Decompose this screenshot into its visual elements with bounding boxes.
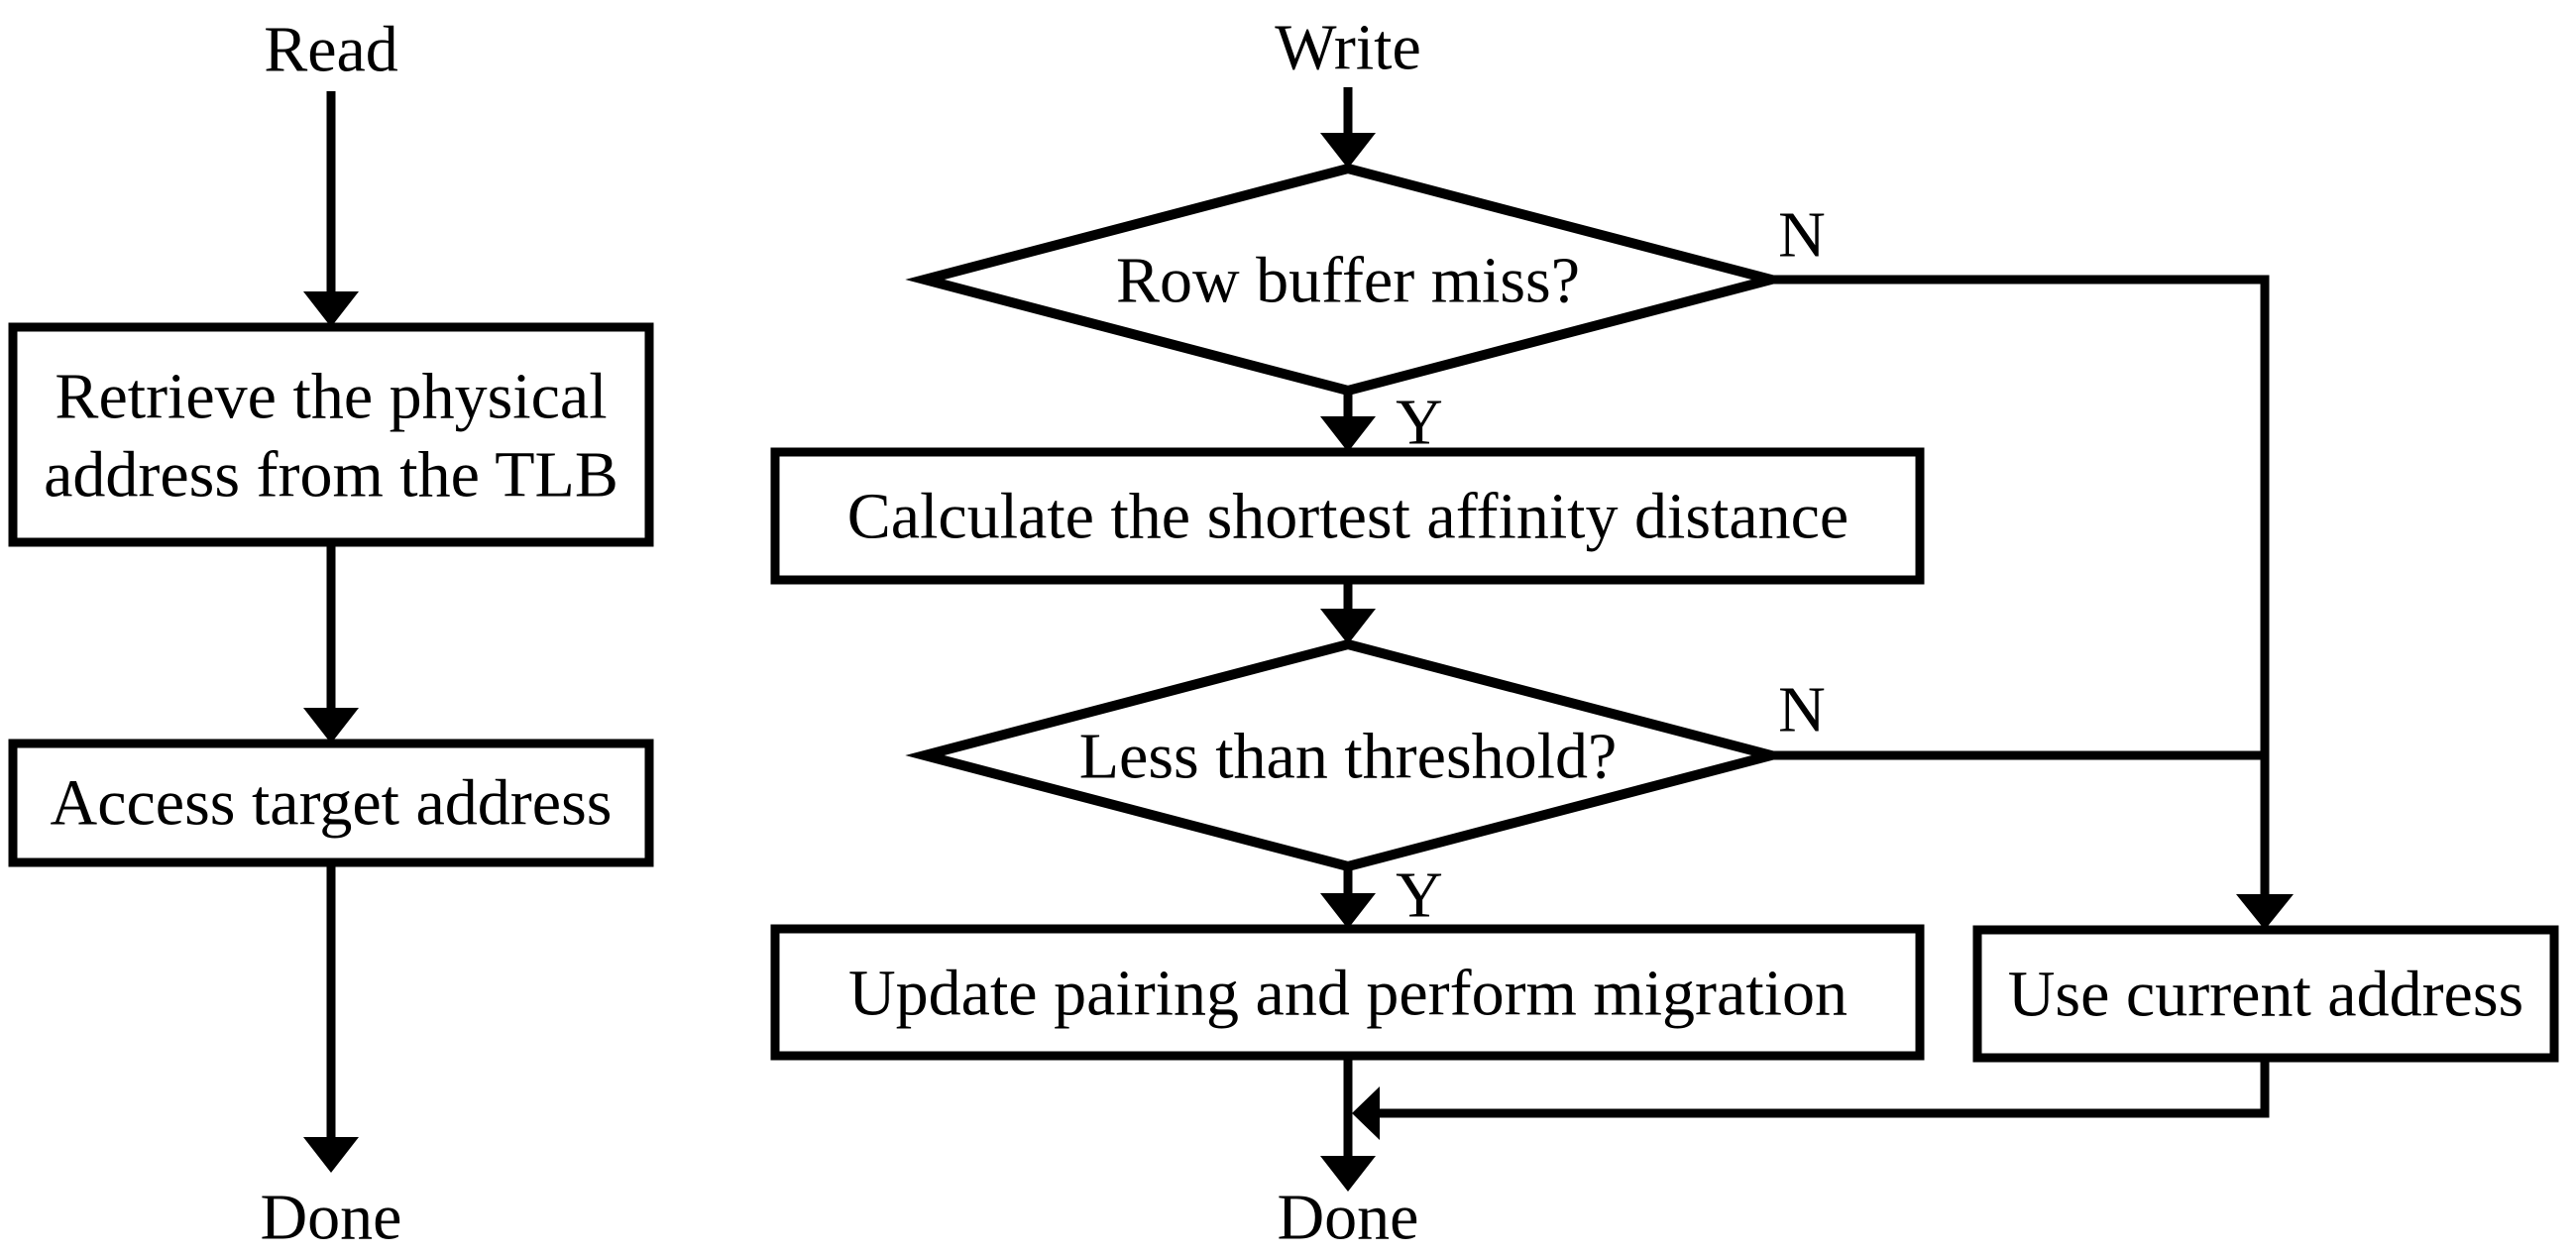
- read-branch: Read Retrieve the physical address from …: [8, 14, 654, 1254]
- write-start-label: Write: [1275, 12, 1421, 84]
- arrow-left-icon: [1352, 1086, 1380, 1140]
- threshold-yes-label: Y: [1396, 859, 1443, 932]
- use-current-box-label: Use current address: [2008, 959, 2523, 1031]
- retrieve-box-label-line1: Retrieve the physical: [55, 361, 607, 433]
- arrow-down-icon: [303, 708, 359, 743]
- write-done-label: Done: [1278, 1182, 1419, 1254]
- read-start-label: Read: [264, 14, 398, 86]
- rowbuffer-no-label: N: [1778, 199, 1826, 272]
- arrow-down-icon: [1320, 416, 1376, 452]
- arrow-down-icon: [1320, 893, 1376, 929]
- arrow-down-icon: [2236, 894, 2294, 930]
- arrow-down-icon: [303, 1137, 359, 1173]
- rowbuffer-no-connector: [1771, 275, 2270, 894]
- retrieve-box-label-line2: address from the TLB: [44, 439, 618, 512]
- write-branch: Write Row buffer miss? N Y Calculate the…: [770, 12, 2559, 1254]
- arrow-down-icon: [1320, 609, 1376, 644]
- update-box-label: Update pairing and perform migration: [848, 958, 1848, 1030]
- arrow-down-icon: [1320, 1156, 1376, 1192]
- arrow-down-icon: [1320, 133, 1376, 169]
- row-buffer-decision-label: Row buffer miss?: [1116, 245, 1580, 317]
- access-box-label: Access target address: [51, 767, 613, 840]
- calculate-affinity-distance-box: [770, 447, 1925, 585]
- access-target-address-box: [8, 739, 654, 867]
- arrow-down-icon: [303, 291, 359, 327]
- use-current-merge-connector: [1380, 1058, 2270, 1118]
- rowbuffer-yes-label: Y: [1396, 387, 1443, 459]
- threshold-no-label: N: [1778, 674, 1826, 746]
- calculate-box-label: Calculate the shortest affinity distance: [847, 481, 1848, 553]
- threshold-decision-label: Less than threshold?: [1079, 721, 1618, 793]
- read-done-label: Done: [261, 1182, 402, 1254]
